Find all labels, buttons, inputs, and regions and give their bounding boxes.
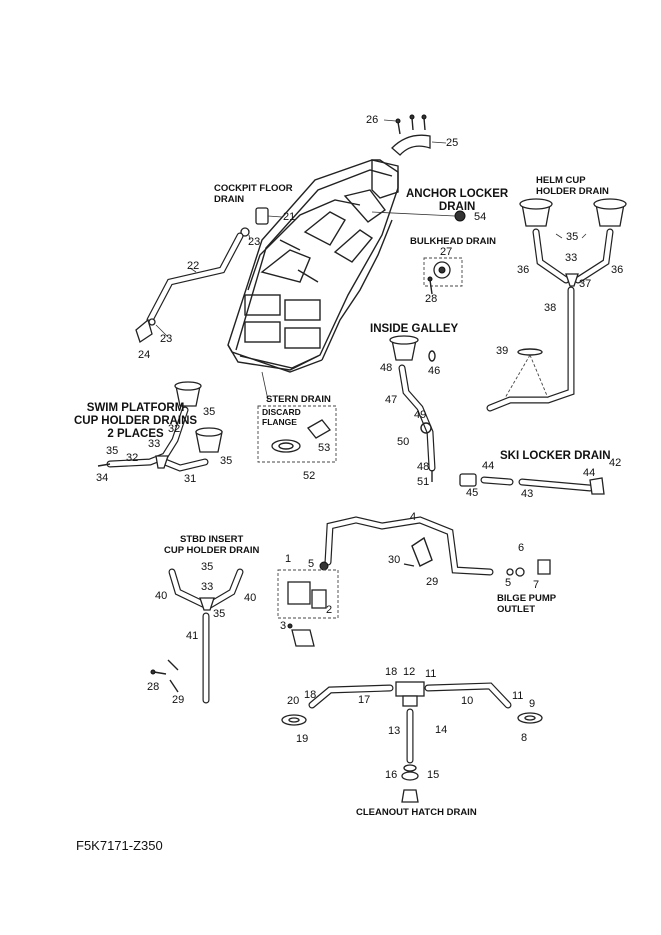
callout-33: 33 <box>565 252 578 264</box>
callout-46: 46 <box>428 365 441 377</box>
callout-14: 14 <box>435 724 448 736</box>
callout-41: 41 <box>186 630 199 642</box>
callout-34: 34 <box>96 472 109 484</box>
callout-29: 29 <box>172 694 185 706</box>
cleanout-hatch-drain-header: CLEANOUT HATCH DRAIN <box>356 807 477 818</box>
callout-25: 25 <box>446 137 459 149</box>
callout-39: 39 <box>496 345 509 357</box>
callout-7: 7 <box>533 579 540 591</box>
callout-26: 26 <box>366 114 379 126</box>
callout-43: 43 <box>521 488 534 500</box>
callout-36: 36 <box>517 264 530 276</box>
callout-5: 5 <box>505 577 512 589</box>
callout-2: 2 <box>326 604 333 616</box>
callout-48: 48 <box>380 362 393 374</box>
callout-47: 47 <box>385 394 398 406</box>
cockpit-floor-drain-assembly <box>135 207 283 344</box>
boat-hull <box>227 159 399 373</box>
callout-5: 5 <box>308 558 315 570</box>
callout-24: 24 <box>138 349 151 361</box>
callout-28: 28 <box>147 681 160 693</box>
callout-35: 35 <box>203 406 216 418</box>
stbd-insert-cup-holder-drain <box>150 568 244 704</box>
figure-code: F5K7171-Z350 <box>76 838 163 853</box>
callout-50: 50 <box>397 436 410 448</box>
callout-10: 10 <box>461 695 474 707</box>
helm-cup-holder-drain <box>486 198 627 412</box>
callout-23: 23 <box>248 236 261 248</box>
swim-platform-cup-holders <box>97 381 223 472</box>
callout-20: 20 <box>287 695 300 707</box>
callout-6: 6 <box>518 542 525 554</box>
callout-49: 49 <box>414 409 427 421</box>
callout-4: 4 <box>410 511 417 523</box>
callout-45: 45 <box>466 487 479 499</box>
bilge-pump-assembly <box>277 516 551 647</box>
callout-52: 52 <box>303 470 316 482</box>
callout-16: 16 <box>385 769 398 781</box>
callout-51: 51 <box>417 476 430 488</box>
callout-37: 37 <box>579 278 592 290</box>
callout-19: 19 <box>296 733 309 745</box>
callout-40: 40 <box>155 590 168 602</box>
callout-18: 18 <box>385 666 398 678</box>
callout-40: 40 <box>244 592 257 604</box>
callout-8: 8 <box>521 732 528 744</box>
callout-42: 42 <box>609 457 622 469</box>
callout-23: 23 <box>160 333 173 345</box>
callout-30: 30 <box>388 554 401 566</box>
callout-9: 9 <box>529 698 536 710</box>
callout-35: 35 <box>106 445 119 457</box>
callout-3: 3 <box>280 620 287 632</box>
stern-drain-header: STERN DRAIN <box>266 394 331 405</box>
callout-29: 29 <box>426 576 439 588</box>
callout-44: 44 <box>482 460 495 472</box>
callout-44: 44 <box>583 467 596 479</box>
callout-36: 36 <box>611 264 624 276</box>
callout-31: 31 <box>184 473 197 485</box>
callout-32: 32 <box>168 423 181 435</box>
stern-drain <box>257 371 337 463</box>
callout-53: 53 <box>318 442 331 454</box>
callout-27: 27 <box>440 246 453 258</box>
inside-galley-header: INSIDE GALLEY <box>370 323 459 335</box>
callout-32: 32 <box>126 452 139 464</box>
callout-33: 33 <box>201 581 214 593</box>
ski-locker-drain-header: SKI LOCKER DRAIN <box>500 450 611 462</box>
callout-13: 13 <box>388 725 401 737</box>
bulkhead-drain <box>423 257 463 295</box>
callout-1: 1 <box>285 553 292 565</box>
callout-38: 38 <box>544 302 557 314</box>
callout-33: 33 <box>148 438 161 450</box>
callout-21: 21 <box>283 211 296 223</box>
callout-48: 48 <box>417 461 430 473</box>
callout-18: 18 <box>304 689 317 701</box>
callout-22: 22 <box>187 260 200 272</box>
ski-locker-drain <box>459 473 605 495</box>
inside-galley-drain <box>389 335 436 482</box>
bulkhead-drain-header: BULKHEAD DRAIN <box>410 236 497 247</box>
callout-35: 35 <box>213 608 226 620</box>
callout-17: 17 <box>358 694 371 706</box>
callout-35: 35 <box>220 455 233 467</box>
cleanout-hatch-drain <box>281 681 543 803</box>
anchor-locker-drain <box>371 210 466 222</box>
callout-11: 11 <box>512 690 524 702</box>
callout-28: 28 <box>425 293 438 305</box>
callout-54: 54 <box>474 211 487 223</box>
callout-11: 11 <box>425 668 437 680</box>
callout-15: 15 <box>427 769 440 781</box>
callout-35: 35 <box>201 561 214 573</box>
bow-fitting <box>383 114 447 156</box>
callout-12: 12 <box>403 666 416 678</box>
callout-35: 35 <box>566 231 579 243</box>
